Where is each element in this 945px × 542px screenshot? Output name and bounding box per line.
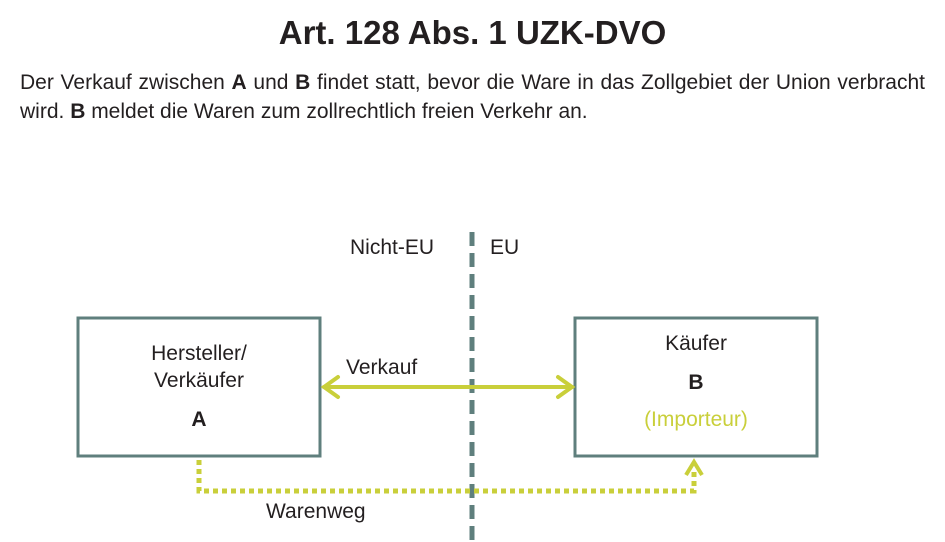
seller-line1: Hersteller/ <box>151 342 247 365</box>
text-segment: und <box>246 71 296 94</box>
goods-path-label: Warenweg <box>266 500 366 523</box>
region-eu-label: EU <box>490 236 520 259</box>
text-segment: Der Verkauf zwischen <box>20 71 232 94</box>
seller-label: Hersteller/ Verkäufer A <box>78 340 320 433</box>
seller-box <box>76 316 322 458</box>
buyer-line1: Käufer <box>665 332 727 355</box>
text-segment: findet statt, bevor die Ware in das Zoll… <box>20 71 925 123</box>
sale-label: Verkauf <box>346 356 418 379</box>
party-a-ref: A <box>231 71 247 94</box>
goods-path-arrow <box>196 460 697 494</box>
buyer-role: (Importeur) <box>644 408 748 431</box>
text-segment: meldet die Waren zum zollrechtlich freie… <box>85 100 588 123</box>
page-title: Art. 128 Abs. 1 UZK-DVO <box>278 14 667 51</box>
party-b-ref: B <box>70 100 86 123</box>
buyer-id: B <box>688 371 704 394</box>
buyer-label: Käufer B (Importeur) <box>575 330 817 433</box>
sale-arrow <box>320 375 576 399</box>
seller-id: A <box>191 408 207 431</box>
description-paragraph: Der Verkauf zwischen A und B findet stat… <box>20 68 925 126</box>
party-b-ref: B <box>295 71 311 94</box>
region-non-eu-label: Nicht-EU <box>350 236 435 259</box>
seller-line2: Verkäufer <box>154 369 244 392</box>
arrow-head-icon <box>684 458 704 477</box>
